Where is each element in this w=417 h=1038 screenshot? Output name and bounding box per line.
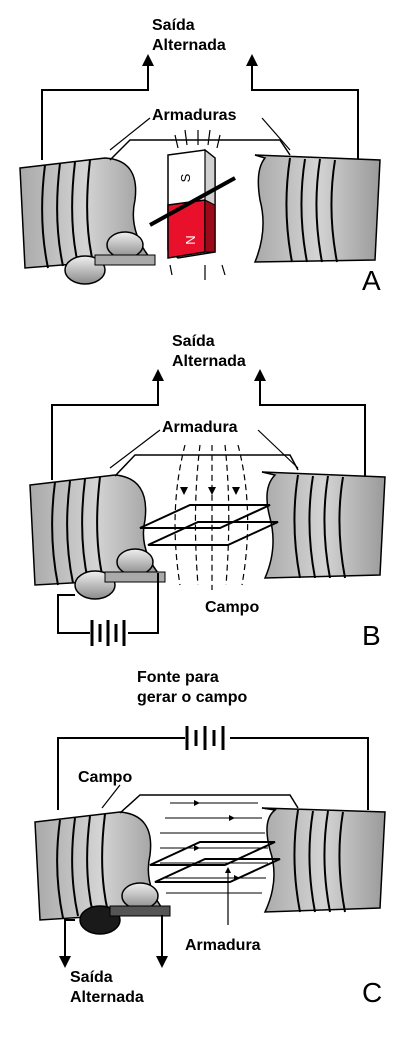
output-label-line2: Alternada (152, 37, 226, 54)
panel-a: Saída Alternada Armaduras (19, 17, 381, 296)
source-battery (185, 726, 225, 750)
shaft (149, 176, 236, 227)
stator-right (253, 154, 381, 263)
armature-label: Armaduras (152, 107, 237, 124)
magnet-south-label: S (178, 173, 193, 182)
armature-label: Armadura (162, 419, 238, 436)
slip-rings (64, 231, 156, 285)
coil-right (285, 157, 338, 263)
battery-circuit (57, 573, 159, 646)
source-label-line1: Fonte para (137, 669, 219, 686)
armature-leader-right (261, 117, 291, 151)
panel-b: Saída Alternada Armadura (29, 333, 386, 651)
output-wire-right (246, 54, 359, 160)
armature-wire (109, 139, 291, 161)
output-wire-left (51, 369, 164, 480)
magnet-north-label: N (183, 235, 198, 244)
field-label: Campo (78, 769, 132, 786)
output-label-line1: Saída (70, 969, 113, 986)
coil-left (41, 159, 94, 269)
armature-leader-left (109, 117, 151, 151)
field-lines (169, 129, 226, 280)
panel-c: Fonte para gerar o campo Campo (34, 669, 386, 1008)
output-label-line2: Alternada (70, 989, 144, 1006)
field-lines (160, 802, 268, 894)
output-label-line2: Alternada (172, 353, 246, 370)
field-label: Campo (205, 599, 259, 616)
source-label-line2: gerar o campo (137, 689, 247, 706)
panel-letter: C (362, 977, 382, 1008)
output-label-line1: Saída (172, 333, 215, 350)
panel-letter: B (362, 620, 381, 651)
output-label-line1: Saída (152, 17, 195, 34)
field-lines (174, 444, 249, 590)
panel-letter: A (362, 265, 381, 296)
output-wire-left (41, 54, 154, 160)
output-wire-right (254, 369, 366, 480)
magnet: S N (149, 148, 236, 259)
armature-label: Armadura (185, 937, 261, 954)
